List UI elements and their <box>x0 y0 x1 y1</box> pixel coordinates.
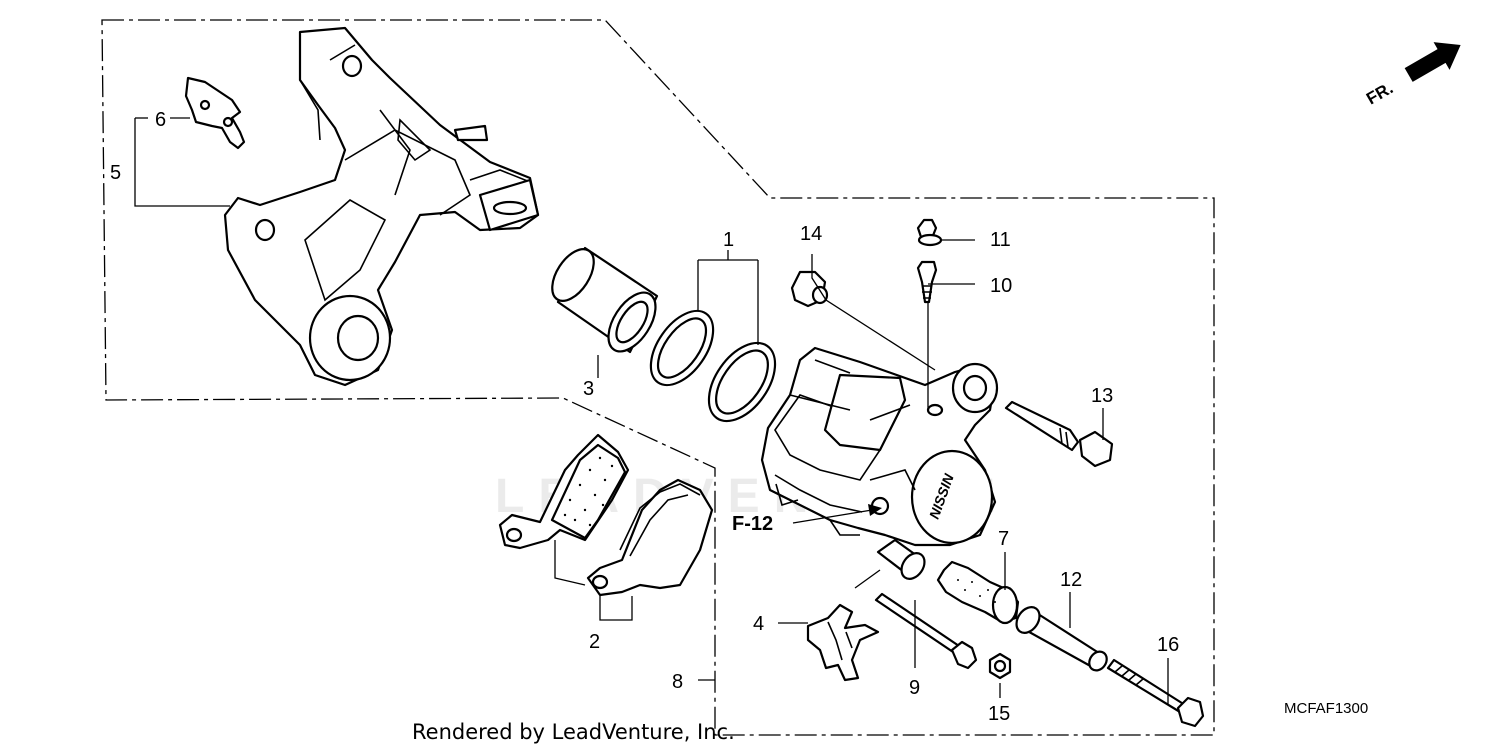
callout-15: 15 <box>988 703 1010 725</box>
bleeder-valve[interactable] <box>916 260 938 304</box>
pin-nut[interactable] <box>988 652 1012 680</box>
reference-label: F-12 <box>732 513 773 535</box>
reference-arrow: F-12 <box>732 504 882 535</box>
diagram-code: MCFAF1300 <box>1284 700 1368 717</box>
callout-1: 1 <box>723 229 734 251</box>
callout-13: 13 <box>1091 385 1113 407</box>
callout-12: 12 <box>1060 569 1082 591</box>
bleeder-cap[interactable] <box>790 270 829 308</box>
assembly-group-outline <box>101 19 1215 736</box>
retainer-clip[interactable] <box>184 76 246 150</box>
callout-11: 11 <box>990 229 1011 251</box>
leader-lines <box>134 117 1169 705</box>
boot-texture <box>957 579 996 603</box>
direction-label: FR. <box>1363 78 1396 108</box>
piston[interactable] <box>544 242 665 360</box>
slide-sleeve[interactable] <box>1012 603 1111 674</box>
callout-7: 7 <box>998 528 1009 550</box>
callout-3: 3 <box>583 378 594 400</box>
callout-6: 6 <box>155 109 166 131</box>
pin-sleeve[interactable] <box>876 538 929 583</box>
slide-pin-boot[interactable] <box>936 560 1020 625</box>
callout-2: 2 <box>589 631 600 653</box>
callout-16: 16 <box>1157 634 1179 656</box>
callout-5: 5 <box>110 162 121 184</box>
callout-14: 14 <box>800 223 822 245</box>
callout-10: 10 <box>990 275 1012 297</box>
caliper-bracket[interactable] <box>223 26 540 387</box>
credit-line: Rendered by LeadVenture, Inc. <box>412 720 735 744</box>
pad-pin[interactable] <box>1004 400 1114 468</box>
pad-friction-texture <box>563 456 614 527</box>
caliper-mount-bolt[interactable] <box>1106 658 1205 728</box>
brake-pad-set[interactable] <box>498 433 714 597</box>
direction-indicator: FR. <box>1363 42 1461 109</box>
callout-9: 9 <box>909 677 920 699</box>
bleeder-screw-cap[interactable] <box>916 218 943 247</box>
pad-spring[interactable] <box>806 603 880 682</box>
callout-8: 8 <box>672 671 683 693</box>
pin-bolt[interactable] <box>874 592 978 670</box>
callout-4: 4 <box>753 613 764 635</box>
callout-labels: 1 2 3 4 5 6 7 8 9 10 11 12 13 14 15 16 <box>110 109 1179 725</box>
piston-seal-set[interactable] <box>638 300 788 433</box>
caliper-body[interactable]: NISSIN <box>760 346 999 547</box>
